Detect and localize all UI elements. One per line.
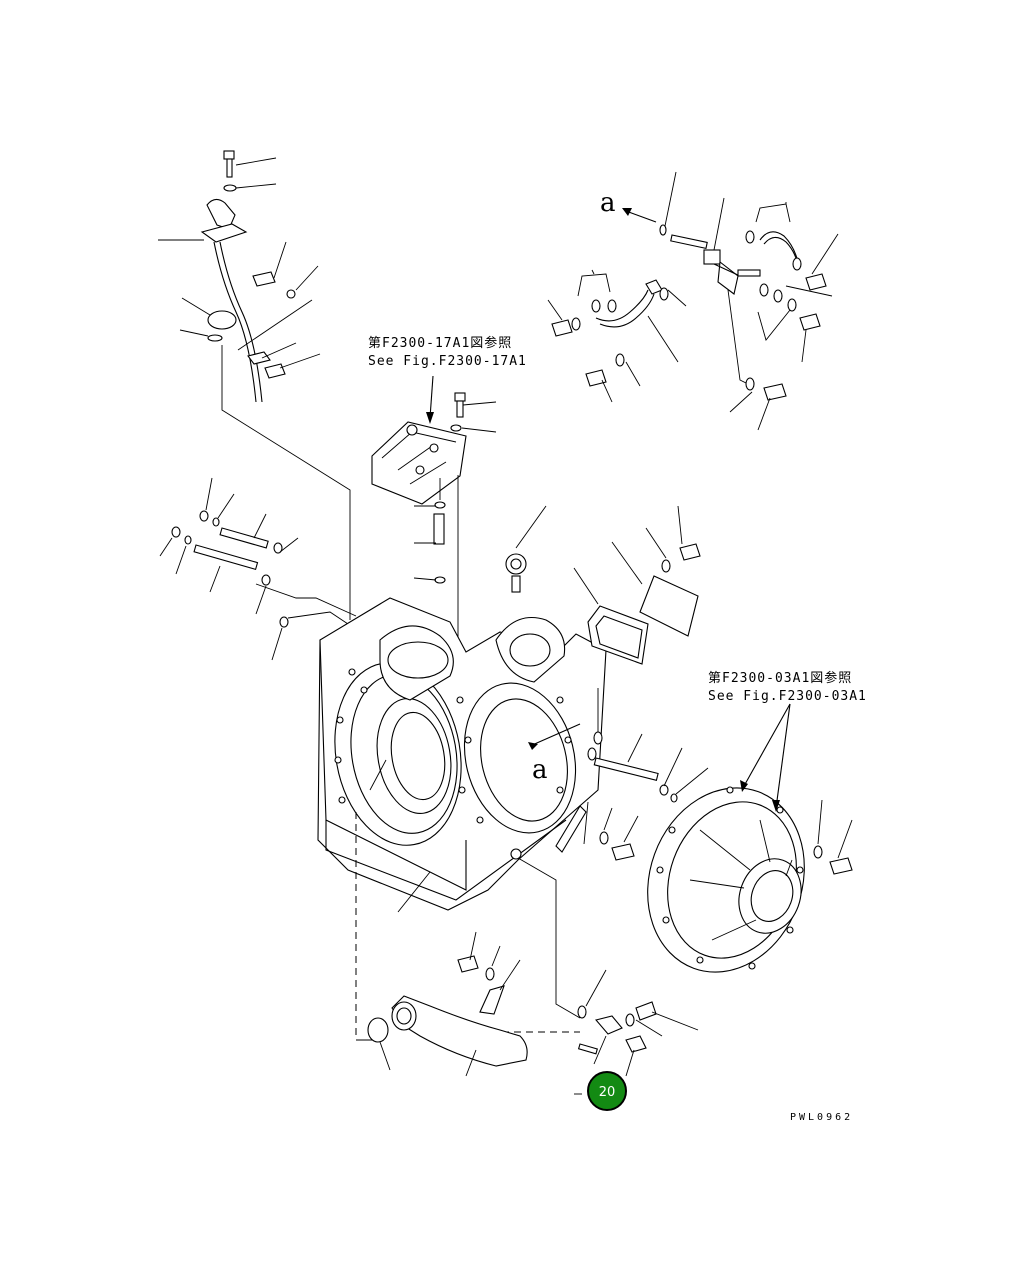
dipstick-leader-lines: [158, 157, 351, 620]
shafts-and-pins: [159, 477, 357, 661]
dipstick-assembly: [200, 150, 296, 403]
view-marker-top: a: [600, 188, 616, 218]
callout-badge-circle[interactable]: [587, 1071, 627, 1111]
reference-jp-top: 第F2300-17A1図参照: [368, 335, 512, 351]
suction-pipe-assembly: [367, 931, 699, 1095]
reference-jp-right: 第F2300-03A1図参照: [708, 670, 852, 686]
callout-badge[interactable]: 20: [587, 1071, 627, 1111]
reference-label-right: 第F2300-03A1図参照 See Fig.F2300-03A1: [708, 670, 867, 704]
reference-en-top: See Fig.F2300-17A1: [368, 354, 527, 369]
piping-assembly: a: [547, 171, 839, 431]
drawing-code: PWL0962: [790, 1112, 853, 1123]
valve-block-leaders: [413, 375, 497, 640]
valve-block: [371, 392, 467, 584]
front-housing: [647, 703, 853, 973]
transmission-case: a: [317, 553, 607, 911]
cover-plates: [573, 505, 709, 861]
view-marker-case: a: [532, 755, 548, 785]
reference-label-top: 第F2300-17A1図参照 See Fig.F2300-17A1: [368, 335, 527, 369]
callout-badge-number[interactable]: 20: [599, 1085, 616, 1100]
reference-en-right: See Fig.F2300-03A1: [708, 689, 867, 704]
